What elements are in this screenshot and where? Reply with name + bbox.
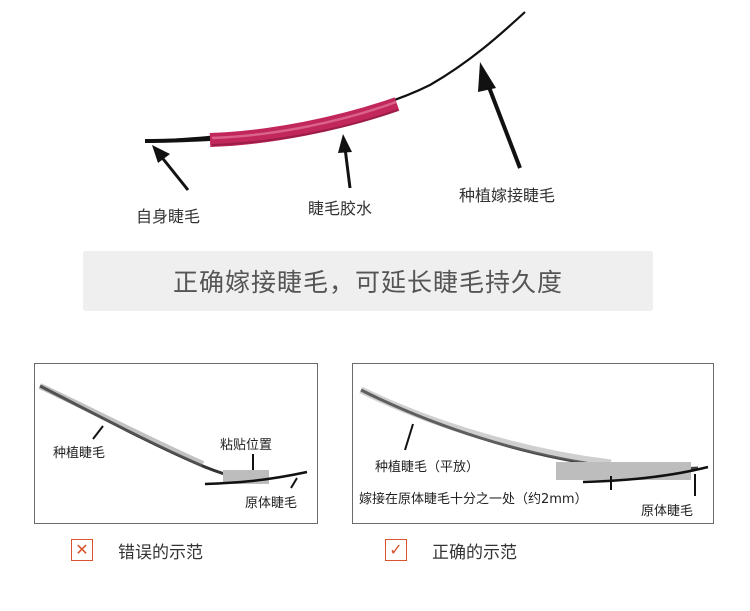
right-label-attach: 嫁接在原体睫毛十分之一处（约2mm） bbox=[359, 492, 588, 507]
right-attach-box bbox=[556, 462, 691, 480]
right-caption: 正确的示范 bbox=[432, 543, 517, 563]
wrong-label-natural: 原体睫毛 bbox=[245, 496, 298, 511]
wrong-caption: 错误的示范 bbox=[118, 543, 203, 563]
glue-shadow bbox=[211, 109, 399, 146]
arrow-glue bbox=[338, 134, 352, 189]
banner-text: 正确嫁接睫毛，可延长睫毛持久度 bbox=[172, 268, 563, 297]
wrong-natural-lash bbox=[204, 470, 308, 486]
banner: 正确嫁接睫毛，可延长睫毛持久度 bbox=[83, 251, 653, 311]
right-label-extension: 种植睫毛（平放） bbox=[375, 460, 480, 475]
wrong-label-position: 粘贴位置 bbox=[220, 438, 273, 453]
wrong-example-panel: 种植睫毛 粘贴位置 原体睫毛 bbox=[34, 363, 318, 524]
right-example-diagram bbox=[359, 386, 709, 496]
glue-segment bbox=[209, 97, 400, 147]
right-natural-lash bbox=[582, 465, 709, 484]
right-label-natural: 原体睫毛 bbox=[641, 504, 694, 519]
natural-lash-root bbox=[144, 137, 211, 143]
glue-highlight bbox=[211, 100, 397, 140]
label-natural-lash: 自身睫毛 bbox=[136, 207, 201, 226]
top-lash-diagram bbox=[144, 11, 526, 191]
wrong-label-extension: 种植睫毛 bbox=[53, 446, 106, 461]
label-extension-lash: 种植嫁接睫毛 bbox=[459, 186, 556, 205]
right-example-panel: 种植睫毛（平放） 嫁接在原体睫毛十分之一处（约2mm） 原体睫毛 bbox=[352, 363, 714, 524]
label-glue: 睫毛胶水 bbox=[308, 199, 373, 218]
wrong-cross-icon: ✕ bbox=[71, 539, 93, 561]
arrow-extension bbox=[478, 62, 522, 169]
right-check-icon: ✓ bbox=[385, 539, 407, 561]
wrong-example-diagram bbox=[38, 383, 308, 489]
arrow-natural bbox=[152, 145, 190, 191]
